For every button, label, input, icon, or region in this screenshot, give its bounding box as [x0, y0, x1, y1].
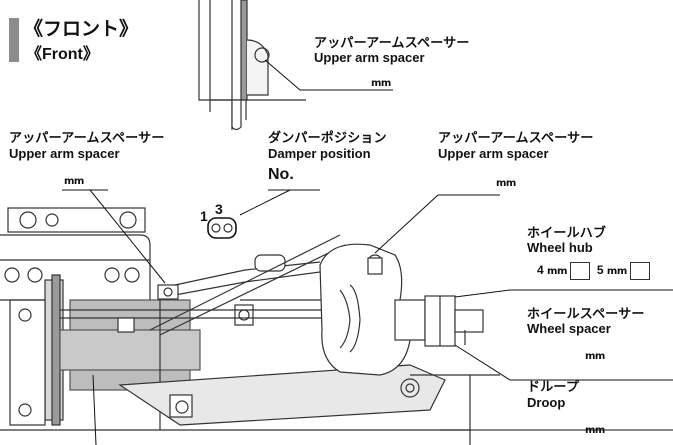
right-spacer-label-jp: アッパーアームスペーサー: [438, 130, 594, 145]
header-accent-bar: [9, 18, 19, 62]
right-spacer-label-en: Upper arm spacer: [438, 146, 549, 161]
wheel-spacer-label-en: Wheel spacer: [527, 321, 611, 336]
wheel-hub-option-4-checkbox[interactable]: [570, 262, 591, 280]
damper-no-label: No.: [268, 166, 294, 183]
section-title-jp: 《フロント》: [24, 19, 139, 40]
droop-label-jp: ドループ: [527, 379, 580, 394]
section-title-en: 《Front》: [26, 46, 99, 63]
droop-label-en: Droop: [527, 395, 566, 410]
left-spacer-label-jp: アッパーアームスペーサー: [9, 130, 165, 145]
damper-mark-3: 3: [215, 201, 223, 217]
wheel-hub-label-en: Wheel hub: [527, 240, 593, 255]
wheel-hub-option-5-unit: mm: [606, 266, 627, 278]
damper-label-en: Damper position: [268, 146, 371, 161]
wheel-hub-option-4-unit: mm: [547, 266, 567, 278]
wheel-hub-options: 4 mm 5 mm: [537, 262, 651, 280]
damper-label-jp: ダンパーポジション: [268, 130, 387, 145]
top-spacer-unit: mm: [371, 78, 391, 89]
wheel-hub-option-5-value: 5: [596, 263, 604, 278]
damper-mark-1: 1: [200, 208, 208, 224]
left-spacer-unit: mm: [64, 176, 84, 187]
wheel-spacer-label-jp: ホイールスペーサー: [527, 306, 645, 321]
droop-unit: mm: [585, 425, 605, 436]
wheel-hub-option-5-checkbox[interactable]: [630, 262, 651, 280]
wheel-hub-label-jp: ホイールハブ: [527, 225, 607, 240]
top-spacer-label-en: Upper arm spacer: [314, 50, 425, 65]
wheel-spacer-unit: mm: [585, 351, 605, 362]
top-spacer-label-jp: アッパーアームスペーサー: [314, 35, 470, 50]
wheel-hub-option-4-value: 4: [537, 263, 544, 278]
left-spacer-label-en: Upper arm spacer: [9, 146, 120, 161]
right-spacer-unit: mm: [496, 178, 516, 189]
